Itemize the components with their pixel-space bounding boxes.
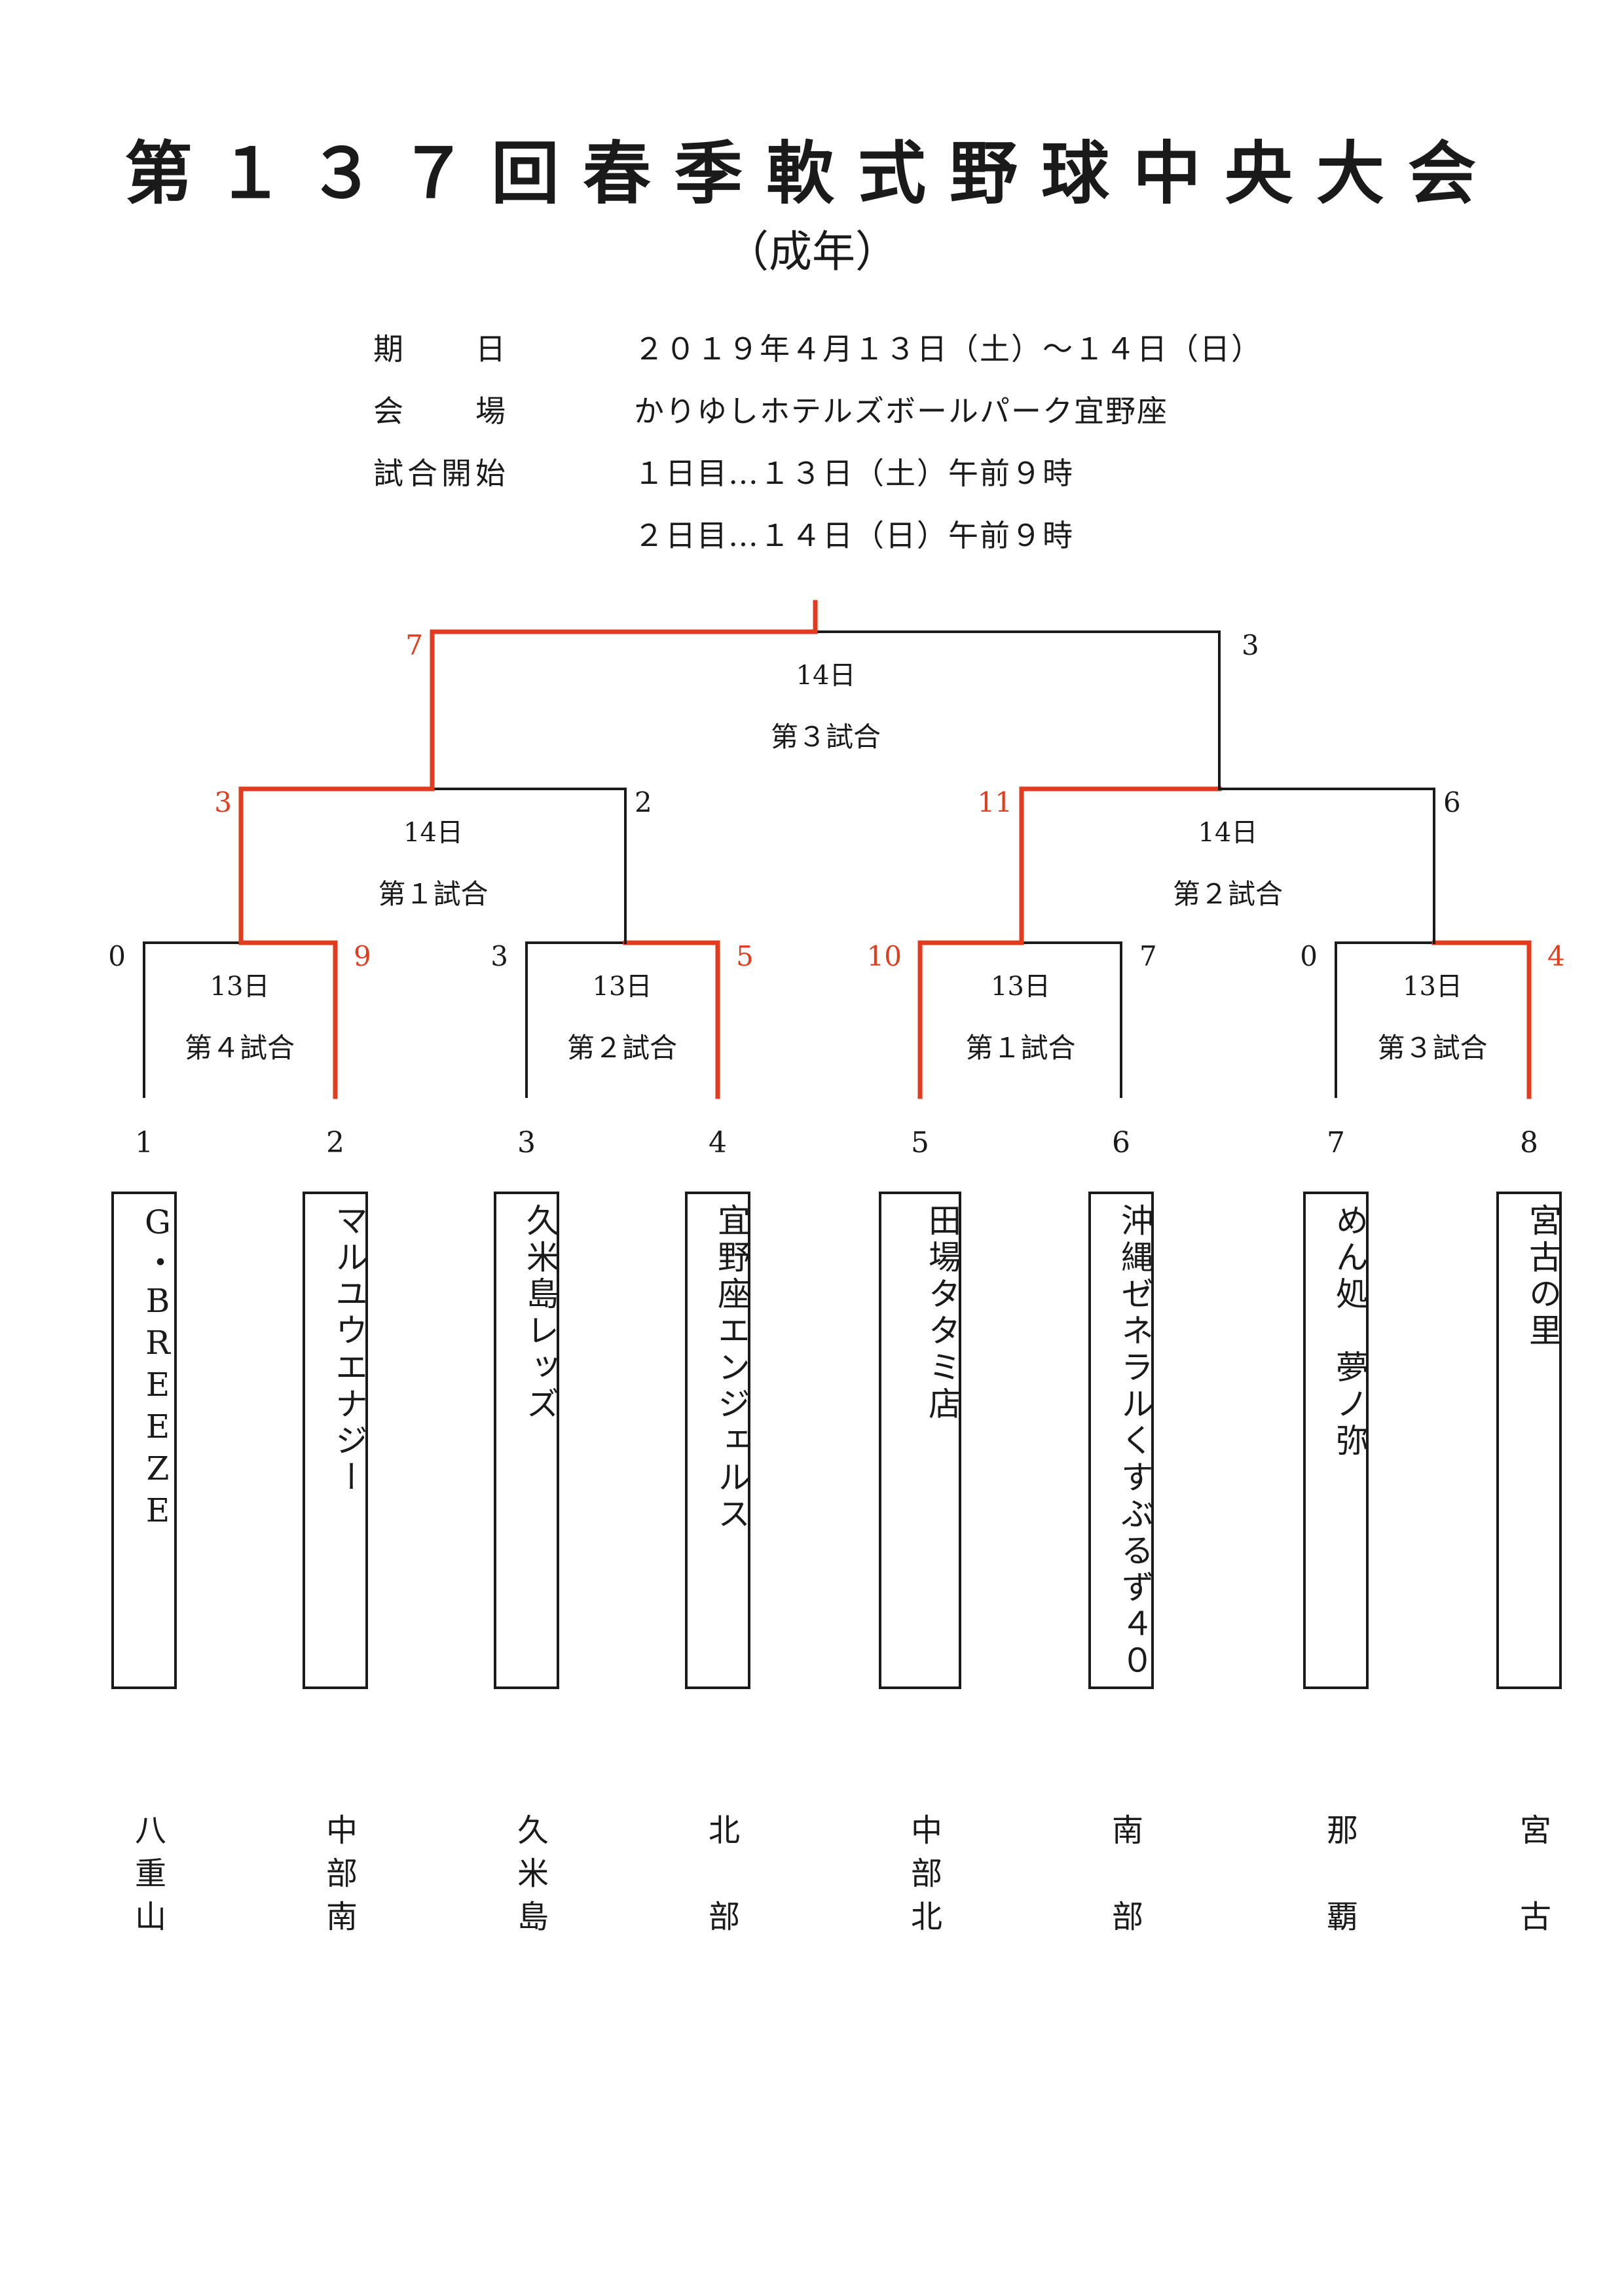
info-label-start: 試合開始 [373, 456, 509, 491]
seed-number: 2 [326, 1126, 344, 1159]
team-box: 田場タタミ店 [879, 1192, 961, 1689]
score: 9 [354, 940, 371, 972]
match-day: 14日 [403, 818, 463, 848]
score: 6 [1443, 786, 1461, 818]
score: 7 [405, 629, 423, 661]
page-subtitle: （成年） [726, 227, 898, 277]
seed-number: 1 [135, 1126, 153, 1159]
info-label-venue: 会 場 [373, 393, 509, 429]
team-name: 久米島レッズ [521, 1203, 559, 1423]
score: 11 [978, 786, 1012, 818]
match-day: 13日 [210, 972, 270, 1002]
team-region: 那 覇 [1321, 1813, 1357, 1943]
score: 4 [1547, 940, 1565, 972]
score: 3 [1242, 629, 1259, 661]
team-box: 久米島レッズ [494, 1192, 559, 1689]
team-box: めん処 夢ノ弥 [1303, 1192, 1369, 1689]
team-name: 宮古の里 [1524, 1203, 1562, 1350]
score: 3 [490, 940, 508, 972]
team-region: 中部南 [320, 1813, 357, 1943]
match-label: 第３試合 [1377, 1032, 1487, 1064]
team-region: 宮 古 [1514, 1813, 1551, 1943]
match-day: 13日 [1403, 972, 1462, 1002]
match-label: 第３試合 [771, 721, 881, 753]
score: 10 [867, 940, 902, 972]
match-label: 第２試合 [1173, 878, 1283, 910]
match-day: 13日 [593, 972, 652, 1002]
team-name: 沖縄ゼネラルくすぶるず４０ [1116, 1203, 1154, 1680]
seed-number: 4 [709, 1126, 727, 1159]
page-title: 第１３７回春季軟式野球中央大会 [124, 133, 1500, 213]
match-day: 14日 [796, 661, 856, 691]
info-value-venue: かりゆしホテルズボールパーク宜野座 [634, 393, 1168, 429]
score: 2 [635, 786, 652, 818]
seed-number: 6 [1112, 1126, 1130, 1159]
team-box: 宜野座エンジェルス [685, 1192, 750, 1689]
team-name: 宜野座エンジェルス [712, 1203, 750, 1533]
seed-number: 5 [911, 1126, 929, 1159]
info-label-date: 期 日 [373, 331, 509, 367]
team-name: めん処 夢ノ弥 [1331, 1203, 1369, 1460]
score: 0 [108, 940, 126, 972]
team-name: 田場タタミ店 [923, 1203, 961, 1423]
team-region: 南 部 [1106, 1813, 1143, 1943]
team-name: マルユウエナジー [330, 1203, 368, 1497]
team-box: 沖縄ゼネラルくすぶるず４０ [1088, 1192, 1154, 1689]
match-day: 14日 [1198, 818, 1258, 848]
team-box: 宮古の里 [1496, 1192, 1562, 1689]
match-label: 第１試合 [965, 1032, 1075, 1064]
team-name: G・BREEZE [139, 1203, 177, 1533]
match-day: 13日 [991, 972, 1050, 1002]
info-value-start-day2: ２日目…１４日（日）午前９時 [634, 518, 1074, 553]
match-label: 第４試合 [185, 1032, 295, 1064]
match-label: 第１試合 [378, 878, 488, 910]
score: 7 [1139, 940, 1157, 972]
info-value-date: ２０１９年４月１３日（土）～１４日（日） [634, 331, 1263, 367]
team-region: 八重山 [129, 1813, 166, 1943]
info-value-start-day1: １日目…１３日（土）午前９時 [634, 456, 1074, 491]
score: 3 [214, 786, 232, 818]
team-region: 北 部 [703, 1813, 739, 1943]
score: 0 [1300, 940, 1318, 972]
seed-number: 7 [1327, 1126, 1345, 1159]
score: 5 [736, 940, 754, 972]
seed-number: 8 [1520, 1126, 1538, 1159]
seed-number: 3 [517, 1126, 536, 1159]
team-region: 中部北 [905, 1813, 942, 1943]
team-box: マルユウエナジー [303, 1192, 368, 1689]
match-label: 第２試合 [567, 1032, 677, 1064]
team-region: 久米島 [511, 1813, 548, 1943]
team-box: G・BREEZE [111, 1192, 177, 1689]
